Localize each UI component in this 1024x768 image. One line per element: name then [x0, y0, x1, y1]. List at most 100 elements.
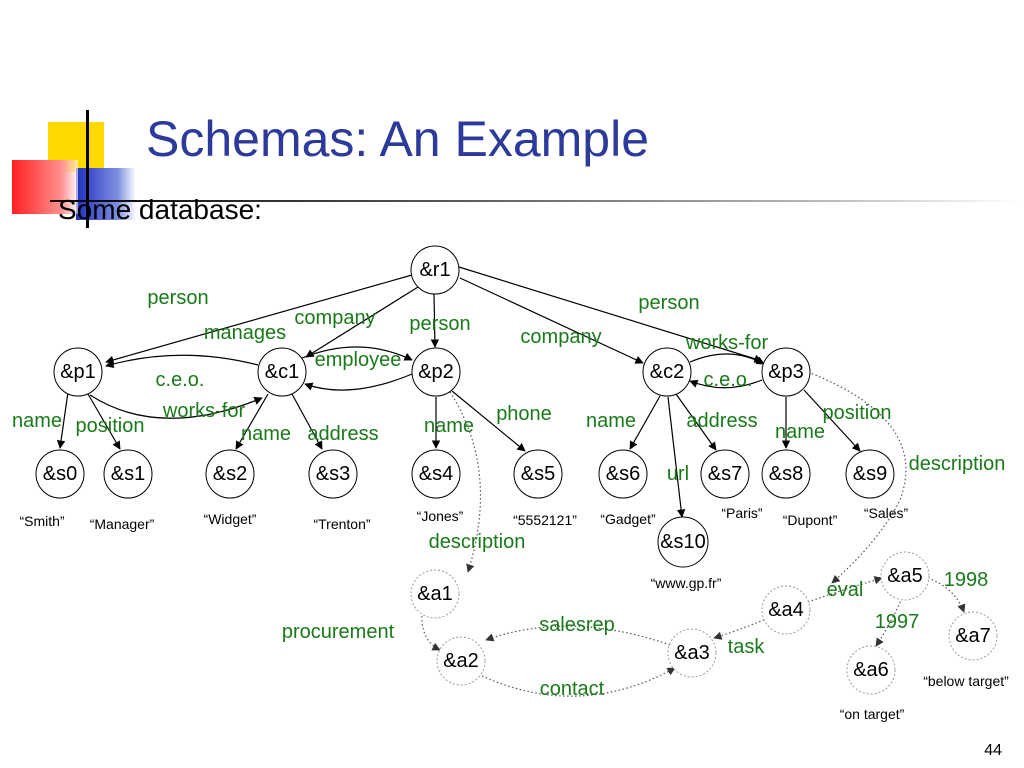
svg-text:&p3: &p3 [768, 361, 804, 383]
edge-p1-c1-works-for [89, 394, 263, 419]
svg-text:&a5: &a5 [887, 565, 923, 587]
edge-r1-p1 [105, 274, 413, 364]
edge-label: company [294, 307, 375, 329]
dotted-edges [421, 371, 966, 697]
edge-label: c.e.o. [704, 369, 753, 391]
svg-text:&s8: &s8 [769, 463, 803, 485]
edge-p3-a4-description [807, 371, 907, 584]
node-s9: &s9 [845, 449, 895, 499]
node-p1: &p1 [53, 347, 103, 397]
edge-c1-p2-employee [301, 346, 413, 361]
edge-label: salesrep [539, 614, 615, 636]
atomic-value: “Smith” [19, 513, 64, 529]
edge-c2-s10 [667, 396, 686, 518]
edge-a4-a5-eval [807, 576, 883, 603]
edge-label: employee [315, 349, 402, 371]
atomic-value: “Jones” [417, 508, 464, 524]
atomic-value: “Sales” [864, 505, 909, 521]
edge-label: url [667, 463, 689, 485]
edge-c1-s3 [291, 393, 323, 450]
edge-a5-a6-1997 [875, 597, 903, 647]
svg-text:&p1: &p1 [60, 361, 96, 383]
edge-label: manages [204, 322, 286, 344]
svg-text:&s3: &s3 [316, 463, 350, 485]
atomic-value: “Widget” [204, 511, 257, 527]
node-s5: &s5 [513, 449, 563, 499]
edge-a1-a2-procurement [421, 611, 441, 651]
edge-label: works-for [162, 400, 246, 422]
edge-label: task [728, 636, 766, 658]
edge-c1-p1-manages [105, 354, 259, 368]
edge-label: person [638, 292, 699, 314]
slide-title: Schemas: An Example [146, 111, 650, 167]
title-rule [50, 200, 1020, 202]
edge-p3-c2-ceo [689, 379, 763, 389]
edge-label: person [409, 313, 470, 335]
svg-text:&c2: &c2 [650, 361, 684, 383]
edge-label: description [909, 453, 1006, 475]
edge-label: eval [827, 579, 864, 601]
edge-a4-a3-task [713, 617, 769, 640]
edge-p2-c1-ceo [304, 373, 413, 391]
edge-label: 1997 [875, 611, 920, 633]
edge-label: works-for [685, 332, 769, 354]
edge-p1-s1 [87, 393, 121, 450]
edge-label: address [307, 423, 378, 445]
edge-label: name [586, 410, 636, 432]
edge-r1-p3 [458, 266, 763, 363]
edge-label: position [823, 402, 892, 424]
page-number: 44 [984, 742, 1002, 759]
edge-label: phone [496, 403, 552, 425]
svg-text:&a2: &a2 [443, 650, 479, 672]
node-a2: &a2 [436, 636, 486, 686]
node-p3: &p3 [761, 347, 811, 397]
atomic-value: “on target” [840, 706, 905, 722]
node-a3: &a3 [667, 628, 717, 678]
node-a6: &a6 [846, 645, 896, 695]
edge-a3-a2-salesrep [485, 625, 671, 646]
node-s6: &s6 [598, 449, 648, 499]
svg-text:&a1: &a1 [417, 583, 453, 605]
edge-label: procurement [282, 621, 395, 643]
edge-label: position [76, 415, 145, 437]
svg-text:&r1: &r1 [419, 259, 450, 281]
deco-vertical-line [86, 110, 89, 228]
node-c2: &c2 [642, 347, 692, 397]
svg-text:&s6: &s6 [606, 463, 640, 485]
node-a4: &a4 [761, 585, 811, 635]
edge-a2-a3-contact [481, 667, 676, 697]
node-r1: &r1 [410, 245, 460, 295]
edge-label: contact [540, 678, 605, 700]
svg-text:&a7: &a7 [955, 625, 991, 647]
svg-text:&a3: &a3 [674, 642, 710, 664]
atomic-value: “below target” [923, 673, 1009, 689]
svg-text:&s1: &s1 [111, 463, 145, 485]
slide-subtitle: Some database: [58, 194, 262, 225]
node-s10: &s10 [657, 516, 709, 568]
graph-nodes: &r1 &p1 &c1 &p2 &c2 &p3 &s0 &s1 &s2 &s3 … [35, 245, 998, 695]
edge-label: name [775, 421, 825, 443]
atomic-values: “Smith” “Manager” “Widget” “Trenton” “Jo… [19, 505, 1009, 722]
node-a1: &a1 [410, 569, 460, 619]
atomic-value: “Trenton” [313, 516, 370, 532]
edge-c2-p3-works-for [689, 353, 765, 365]
svg-text:&s0: &s0 [43, 463, 77, 485]
atomic-value: “www.gp.fr” [651, 575, 722, 591]
svg-text:&s5: &s5 [521, 463, 555, 485]
edge-p2-s5 [451, 390, 526, 452]
edge-label: person [147, 287, 208, 309]
atomic-value: “Dupont” [783, 512, 838, 528]
edge-c2-s7 [675, 393, 717, 451]
deco-red-square [12, 160, 78, 214]
atomic-value: “5552121” [513, 512, 577, 528]
edge-c1-s2 [235, 393, 269, 450]
edge-r1-p2 [430, 293, 440, 348]
svg-text:&s7: &s7 [708, 463, 742, 485]
edge-r1-c2 [459, 277, 644, 364]
edge-label: name [241, 423, 291, 445]
edge-c2-s6 [629, 395, 661, 450]
node-s7: &s7 [700, 449, 750, 499]
node-s1: &s1 [103, 449, 153, 499]
node-s4: &s4 [411, 449, 461, 499]
edge-a5-a7-1998 [927, 577, 966, 613]
